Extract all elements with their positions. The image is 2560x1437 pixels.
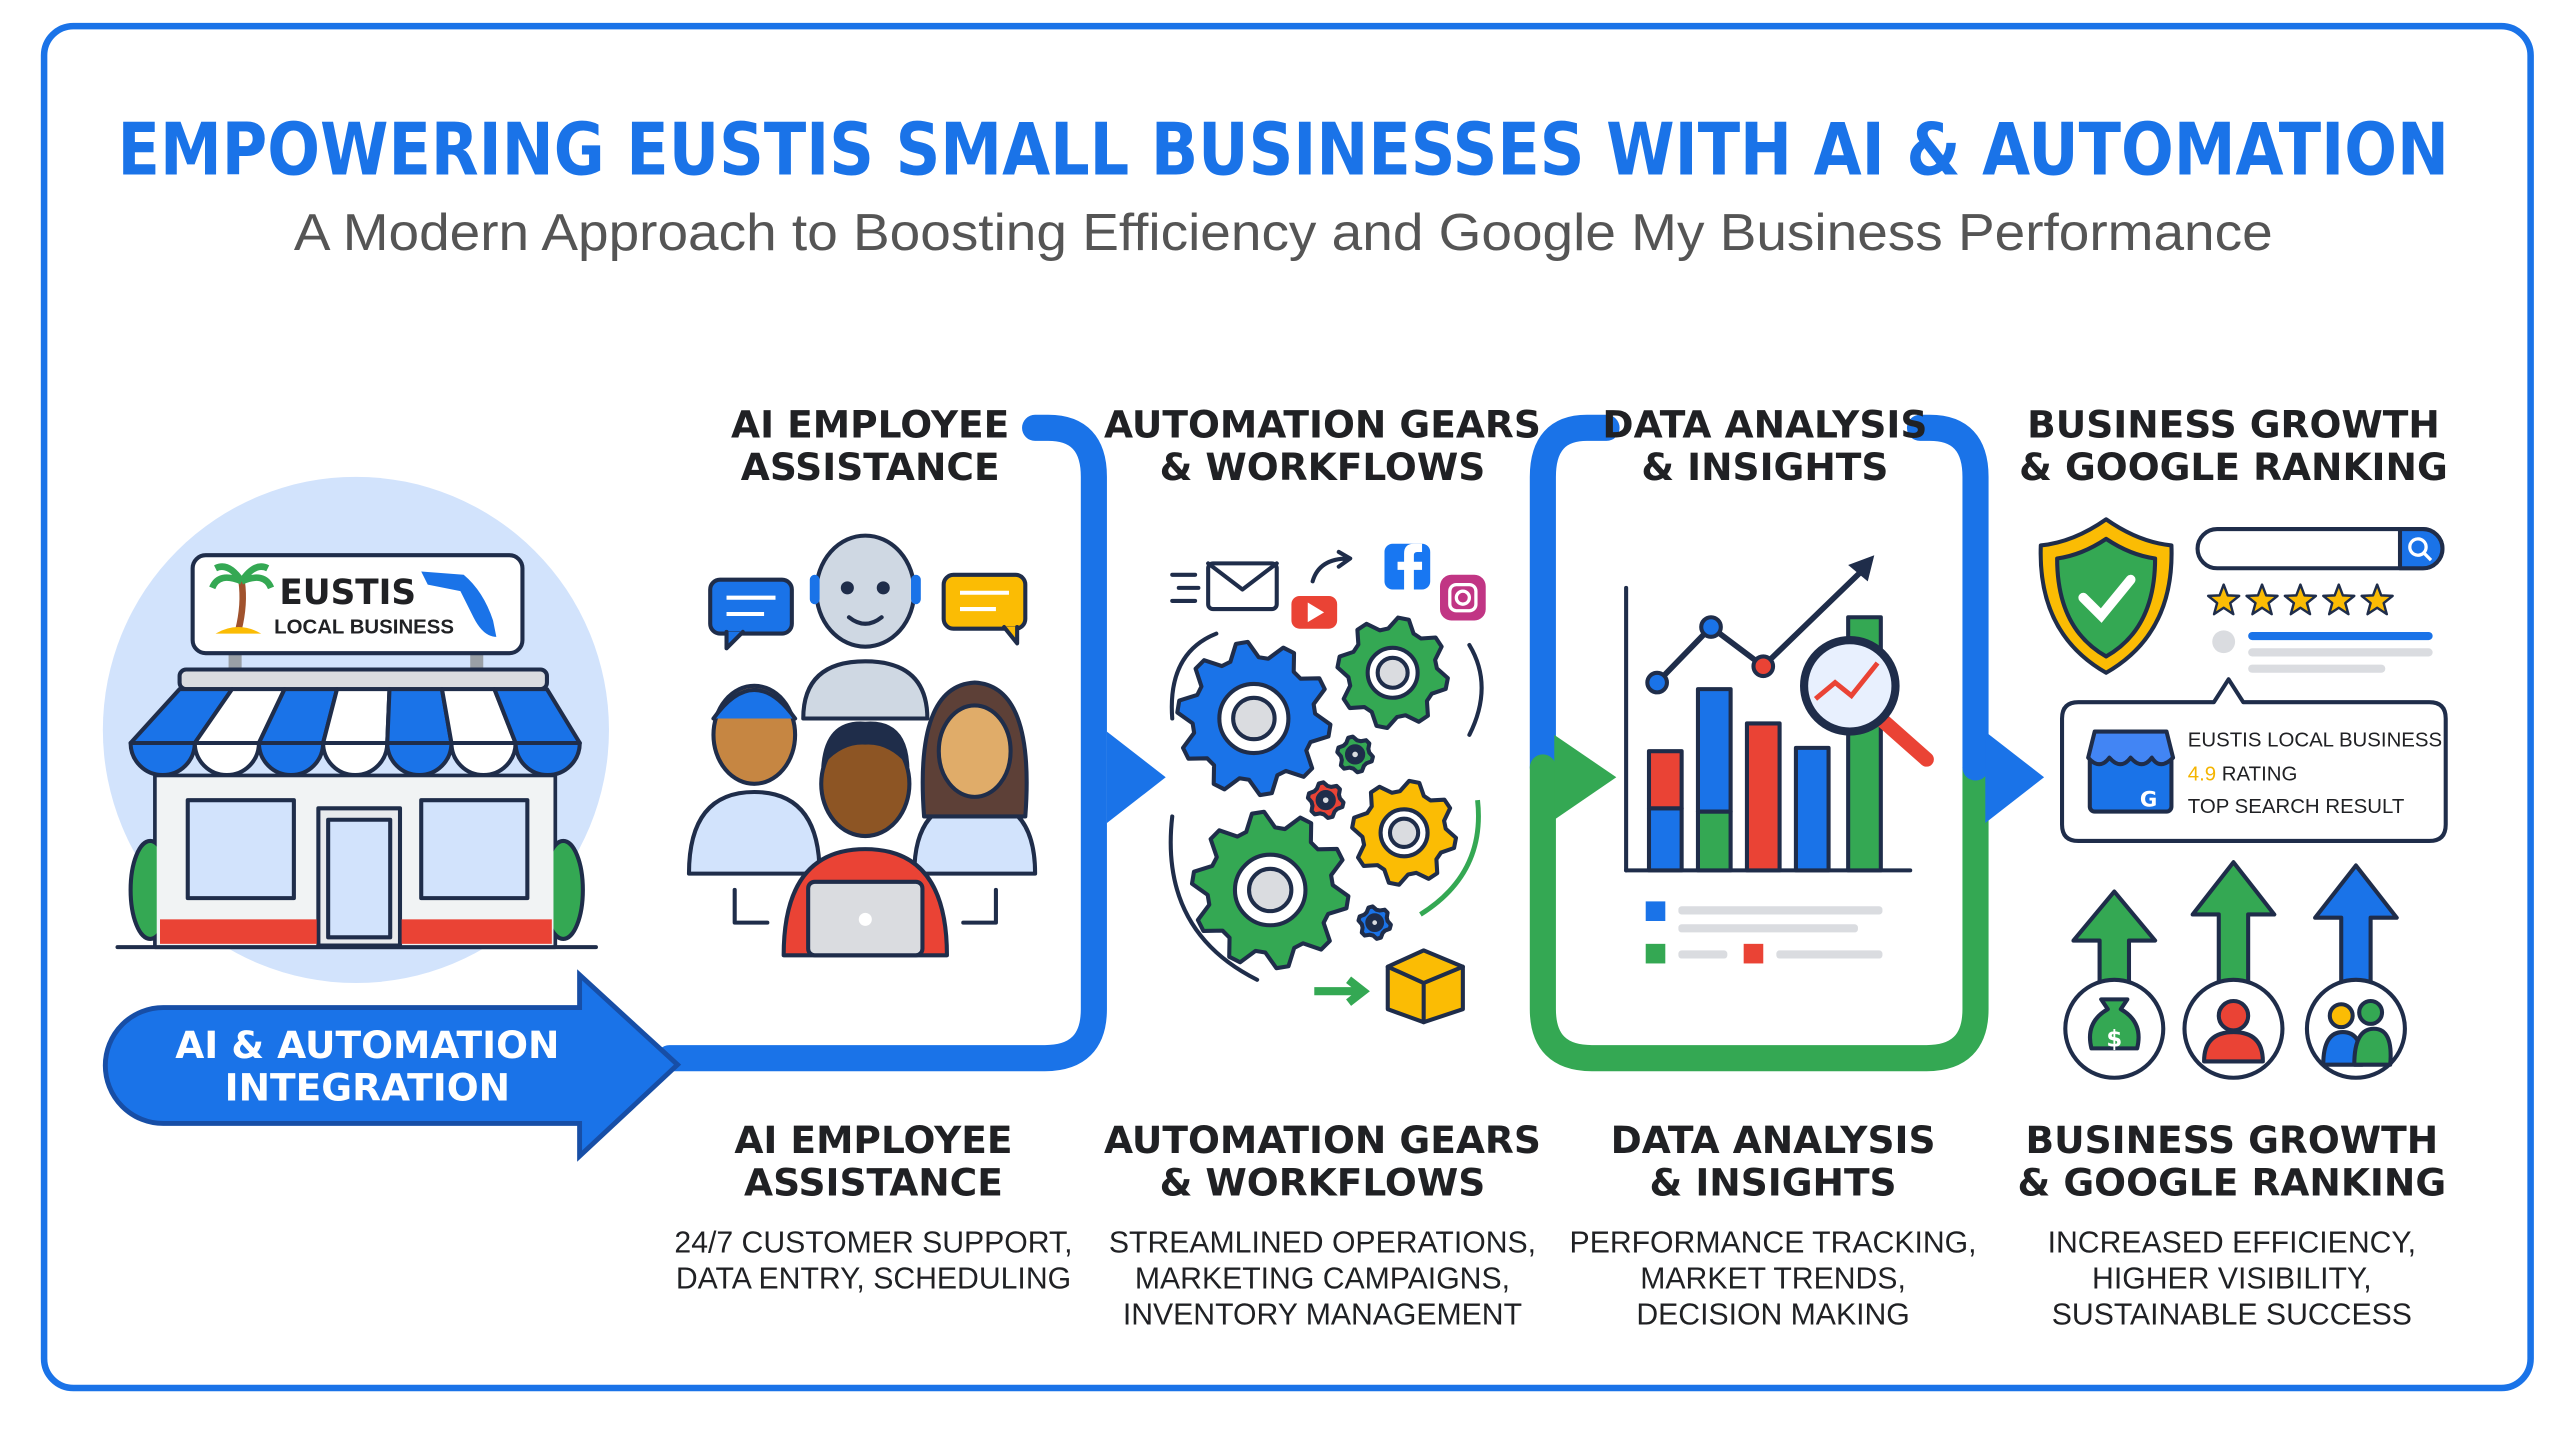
gear-icon — [1305, 780, 1346, 820]
step4-title: BUSINESS GROWTH — [2025, 1118, 2438, 1162]
rating-label: RATING — [2216, 764, 2297, 786]
page-subtitle: A Modern Approach to Boosting Efficiency… — [294, 204, 2273, 262]
money-bag-icon: $ — [2063, 977, 2166, 1080]
facebook-icon — [1384, 543, 1431, 590]
palm-tree-icon — [209, 563, 275, 634]
page-title: EMPOWERING EUSTIS SMALL BUSINESSES WITH … — [118, 108, 2449, 192]
card-business-name: EUSTIS LOCAL BUSINESS — [2188, 729, 2442, 751]
laptop-icon — [806, 879, 925, 958]
google-g-letter: G — [2140, 788, 2157, 813]
storefront-icon: EUSTIS LOCAL BUSINESS — [102, 476, 609, 984]
search-bar — [2195, 527, 2445, 571]
step3-title: DATA ANALYSIS — [1611, 1118, 1936, 1162]
gear-hole — [1387, 816, 1421, 849]
integration-label-line2: INTEGRATION — [225, 1066, 510, 1110]
flow-path — [656, 414, 1989, 1072]
step2-top-label: & WORKFLOWS — [1160, 445, 1486, 489]
flow-arrow-icon — [1985, 731, 2045, 824]
step1-desc: DATA ENTRY, SCHEDULING — [676, 1262, 1071, 1295]
svg-text:$: $ — [2106, 1027, 2122, 1053]
chat-bubble-icon — [941, 572, 1028, 646]
envelope-icon — [1170, 561, 1279, 612]
step-top-labels: AI EMPLOYEE ASSISTANCE AUTOMATION GEARS … — [731, 403, 2448, 489]
step3-top-label: DATA ANALYSIS — [1602, 403, 1927, 447]
business-listing-card: G EUSTIS LOCAL BUSINESS 4.9 RATING TOP S… — [2060, 677, 2448, 844]
star-icon — [2322, 583, 2356, 616]
user-icon — [2182, 977, 2285, 1080]
step4-title: & GOOGLE RANKING — [2018, 1160, 2447, 1204]
star-icon — [2245, 583, 2279, 616]
step1-desc: 24/7 CUSTOMER SUPPORT, — [674, 1226, 1072, 1259]
step4-top-label: BUSINESS GROWTH — [2027, 403, 2440, 447]
step2-top-label: AUTOMATION GEARS — [1104, 403, 1541, 447]
step4-desc: INCREASED EFFICIENCY, — [2048, 1226, 2416, 1259]
shield-check-icon — [2038, 517, 2174, 675]
step3-desc: MARKET TRENDS, — [1640, 1262, 1906, 1295]
step2-desc: STREAMLINED OPERATIONS, — [1109, 1226, 1536, 1259]
step3-desc: PERFORMANCE TRACKING, — [1570, 1226, 1977, 1259]
star-icon — [2360, 583, 2394, 616]
magnifier-icon — [1800, 636, 1934, 767]
card-rating: 4.9 RATING — [2188, 764, 2298, 786]
robot-icon — [801, 533, 930, 721]
gear-hole — [1348, 747, 1362, 762]
gear-hole — [1247, 866, 1294, 914]
store-sign-sub: LOCAL BUSINESS — [274, 617, 454, 639]
store-sign-name: EUSTIS — [279, 573, 416, 613]
ai-employee-illustration — [686, 533, 1038, 958]
integration-arrow: AI & AUTOMATION INTEGRATION — [102, 969, 682, 1162]
step1-top-label: AI EMPLOYEE — [731, 403, 1009, 447]
integration-label-line1: AI & AUTOMATION — [175, 1023, 559, 1067]
card-result: TOP SEARCH RESULT — [2188, 796, 2405, 818]
step1-title: ASSISTANCE — [744, 1160, 1003, 1204]
star-icon — [2283, 583, 2318, 616]
step2-desc: MARKETING CAMPAIGNS, — [1135, 1262, 1510, 1295]
search-icon — [2408, 537, 2433, 562]
step1-top-label: ASSISTANCE — [741, 445, 1000, 489]
youtube-icon — [1291, 596, 1338, 629]
step3-title: & INSIGHTS — [1650, 1160, 1897, 1204]
step2-desc: INVENTORY MANAGEMENT — [1123, 1298, 1522, 1331]
gear-icon — [1189, 809, 1351, 971]
chat-bubble-icon — [708, 577, 794, 651]
google-business-icon: G — [2086, 729, 2176, 814]
automation-gears-illustration — [1168, 543, 1486, 1025]
bar-chart-icon — [1624, 555, 1934, 964]
rating-value: 4.9 — [2188, 764, 2216, 786]
step-descriptions: AI EMPLOYEE ASSISTANCE 24/7 CUSTOMER SUP… — [674, 1118, 2446, 1331]
instagram-icon — [1440, 574, 1486, 621]
step2-title: & WORKFLOWS — [1160, 1160, 1486, 1204]
gear-hole — [1375, 655, 1410, 690]
step3-top-label: & INSIGHTS — [1641, 445, 1888, 489]
flow-arrow-icon — [1106, 731, 1166, 824]
gear-icon — [1356, 904, 1393, 941]
gear-icon — [1350, 778, 1459, 887]
ranking-illustration: G EUSTIS LOCAL BUSINESS 4.9 RATING TOP S… — [2038, 517, 2448, 1080]
star-icon — [2206, 583, 2241, 616]
gear-hole — [1368, 916, 1382, 930]
step4-top-label: & GOOGLE RANKING — [2019, 445, 2448, 489]
person-icon — [912, 680, 1038, 876]
team-icon — [2304, 977, 2407, 1080]
florida-map-icon — [421, 571, 497, 637]
step4-desc: HIGHER VISIBILITY, — [2092, 1262, 2372, 1295]
person-icon — [686, 683, 822, 876]
step4-desc: SUSTAINABLE SUCCESS — [2052, 1298, 2412, 1331]
package-icon — [1385, 948, 1465, 1025]
awning-stripe — [321, 687, 392, 746]
gear-icon — [1335, 615, 1450, 731]
gear-hole — [1231, 695, 1277, 742]
step3-desc: DECISION MAKING — [1636, 1298, 1909, 1331]
gear-icon — [1335, 734, 1375, 775]
gear-hole — [1318, 793, 1333, 808]
gear-icon — [1175, 639, 1333, 798]
step2-title: AUTOMATION GEARS — [1104, 1118, 1541, 1162]
step1-title: AI EMPLOYEE — [734, 1118, 1012, 1162]
star-rating — [2206, 583, 2394, 616]
flow-arrow-icon — [1554, 734, 1617, 820]
